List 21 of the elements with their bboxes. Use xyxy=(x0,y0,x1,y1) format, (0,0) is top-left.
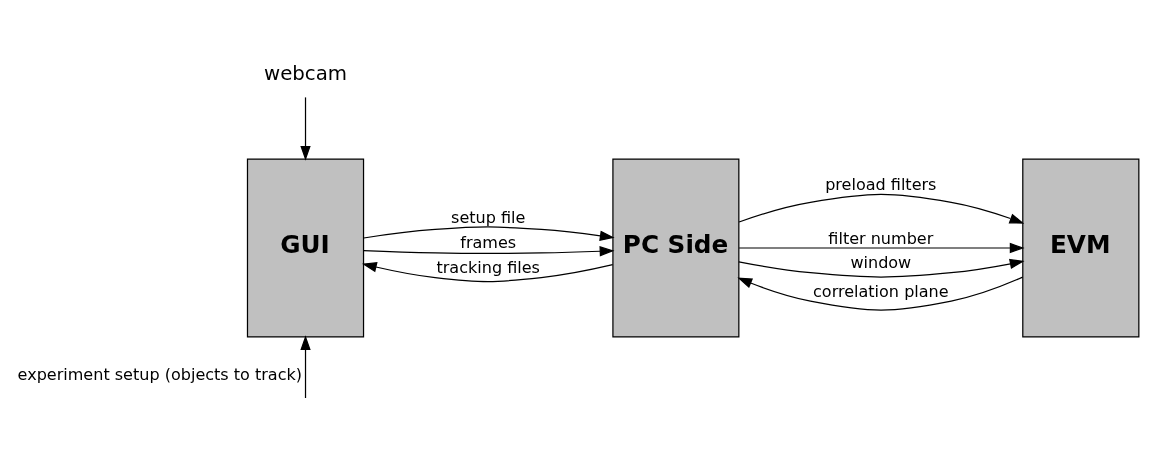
arrow xyxy=(738,193,1025,224)
arrow xyxy=(300,334,311,399)
node-box: PC Side xyxy=(612,158,740,337)
edge-label: experiment setup (objects to track) xyxy=(17,364,303,384)
edge-label: correlation plane xyxy=(813,281,949,301)
arrow xyxy=(738,258,1025,278)
arrow xyxy=(363,225,615,241)
arrow xyxy=(361,261,614,282)
arrow xyxy=(738,242,1025,253)
edge-label: filter number xyxy=(828,228,934,248)
arrow xyxy=(737,276,1024,311)
node-text: webcam xyxy=(263,61,348,85)
arrow xyxy=(300,96,311,161)
edge-label: frames xyxy=(460,232,517,252)
edge-label: preload filters xyxy=(825,174,937,194)
edge-label: window xyxy=(850,252,912,272)
node-box: GUI xyxy=(246,158,365,337)
edge-label: tracking files xyxy=(436,257,540,277)
arrow xyxy=(363,245,615,256)
node-box: EVM xyxy=(1022,158,1140,337)
edge-label: setup file xyxy=(451,207,526,227)
